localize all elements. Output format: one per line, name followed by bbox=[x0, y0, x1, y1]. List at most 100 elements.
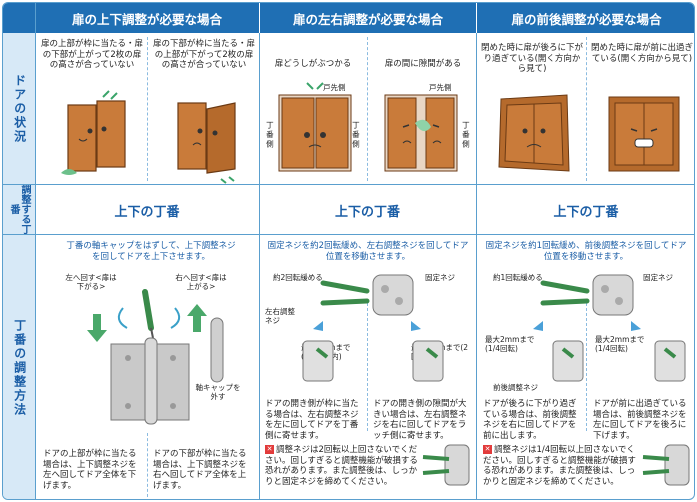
note-col3-b: ドアが前に出過ぎている場合は、前後調整ネジを左に回してドアを後ろに下げます。 bbox=[593, 399, 687, 441]
method-col2: 固定ネジを約2回転緩め、左右調整ネジを回してドア位置を移動させます。 bbox=[267, 241, 469, 262]
door-eye bbox=[101, 126, 107, 132]
screw bbox=[395, 297, 403, 305]
hinge-fb-illustration bbox=[533, 274, 686, 382]
case-door-too-far-back: 閉めた時に扉が後ろに下がり過ぎている(開く方向から見て) bbox=[481, 43, 584, 75]
hinge-vertical-illustration bbox=[87, 289, 224, 425]
loosen-label: 約2回転緩める bbox=[273, 273, 323, 282]
header-text: 扉の前後調整が必要な場合 bbox=[511, 11, 662, 27]
door-illustration-gap bbox=[384, 94, 458, 172]
case-bottom-hits-frame: 扉の下部が枠に当たる・扉の上部が下がって2枚の扉の高さが合っていない bbox=[153, 39, 256, 71]
up-arrow-icon bbox=[187, 304, 207, 332]
note-col2-a: ドアの開き側が枠に当たる場合は、左右調整ネジを左に回してドアを丁番側に寄せます。 bbox=[265, 399, 359, 441]
hinge-plate bbox=[552, 340, 584, 382]
screwdriver-icon bbox=[422, 455, 450, 475]
down-arrow-icon bbox=[87, 314, 107, 342]
gap-mark bbox=[61, 169, 77, 175]
header-vertical-adjustment: 扉の上下調整が必要な場合 bbox=[35, 3, 259, 33]
hinge-plate bbox=[372, 274, 414, 316]
screw bbox=[601, 285, 609, 293]
screw bbox=[170, 403, 176, 409]
screwdriver-icon bbox=[561, 347, 575, 359]
left-arrow-icon bbox=[313, 321, 323, 331]
header-text: 扉の上下調整が必要な場合 bbox=[71, 11, 222, 27]
rotate-right-arrow-icon bbox=[170, 307, 181, 329]
turn-right-label: 右へ回す<扉は上がる> bbox=[175, 273, 227, 292]
door-panel bbox=[425, 97, 455, 169]
door-illustration-collide bbox=[278, 82, 352, 172]
warning-col2: ✕調整ネジは2回転以上回さないでください。回しすぎると調整機能が破損する恐れがあ… bbox=[265, 445, 418, 487]
door-eye bbox=[402, 124, 440, 128]
door-mouth bbox=[78, 138, 88, 142]
max-adjust-label: 最大2mmまで(1/4回転) bbox=[485, 335, 535, 354]
max-adjust-label: 最大2mmまで(1/4回転) bbox=[595, 335, 645, 354]
hinge-col2: 上下の丁番 bbox=[334, 205, 400, 220]
label-door-edge: 戸先側 bbox=[323, 83, 346, 92]
note-col1-b: ドアの下部が枠に当たる場合は、上下調整ネジを右へ回してドア全体を上げます。 bbox=[153, 449, 247, 491]
screwdriver-icon bbox=[315, 347, 329, 359]
divider bbox=[3, 184, 694, 185]
label-hinge-side: 丁番側 bbox=[351, 121, 361, 150]
fb-screw-label: 前後調整ネジ bbox=[493, 383, 538, 392]
door-illustration-back bbox=[498, 94, 570, 172]
warning-x-icon: ✕ bbox=[483, 445, 492, 454]
door-eye bbox=[630, 128, 658, 132]
screwdriver-icon bbox=[425, 347, 439, 359]
divider bbox=[3, 234, 694, 235]
door-illustration-front bbox=[608, 96, 680, 172]
door-panel bbox=[67, 104, 97, 172]
impact-mark bbox=[306, 82, 324, 90]
divider bbox=[367, 37, 368, 181]
hinge-plate bbox=[592, 274, 634, 316]
door-mouth bbox=[308, 144, 322, 148]
fix-screw-label: 固定ネジ bbox=[643, 273, 673, 282]
door-illustration-lowered bbox=[177, 102, 236, 184]
hinge-screw-illustration bbox=[642, 444, 690, 486]
hinge-col3: 上下の丁番 bbox=[553, 205, 619, 220]
door-mouth bbox=[402, 140, 442, 144]
hinge-screw-illustration bbox=[422, 444, 470, 486]
rotate-left-arrow-icon bbox=[117, 307, 128, 329]
door-eye bbox=[212, 130, 218, 136]
lr-screw-label: 左右調整ネジ bbox=[265, 307, 295, 326]
header-depth-adjustment: 扉の前後調整が必要な場合 bbox=[476, 3, 694, 33]
warning-col3: ✕調整ネジは1/4回転以上回さないでください。回しすぎると調整機能が破損する恐れ… bbox=[483, 445, 636, 487]
screwdriver-icon bbox=[150, 327, 154, 339]
door-eye bbox=[540, 128, 546, 134]
screw bbox=[125, 403, 131, 409]
door-eye bbox=[304, 132, 310, 138]
fix-screw-label: 固定ネジ bbox=[425, 273, 455, 282]
door-panel bbox=[96, 100, 126, 168]
screwdriver-icon bbox=[320, 280, 370, 294]
hinge-plate bbox=[444, 444, 470, 486]
hinge-plate bbox=[412, 340, 444, 382]
screw bbox=[615, 297, 623, 305]
note-col1-a: ドアの上部が枠に当たる場合は、上下調整ネジを左へ回してドア全体を下げます。 bbox=[43, 449, 137, 491]
screwdriver-icon bbox=[642, 455, 670, 475]
hinge-col1: 上下の丁番 bbox=[114, 205, 180, 220]
loosen-label: 約1回転緩める bbox=[493, 273, 543, 282]
door-eye bbox=[522, 128, 528, 134]
label-hinge-side: 丁番側 bbox=[461, 121, 471, 150]
impact-mark bbox=[102, 90, 118, 100]
door-eye bbox=[87, 128, 93, 134]
hinge-plate bbox=[664, 444, 690, 486]
divider bbox=[147, 37, 148, 181]
header-text: 扉の左右調整が必要な場合 bbox=[292, 11, 443, 27]
left-arrow-icon bbox=[533, 321, 543, 331]
divider bbox=[586, 303, 587, 431]
case-doors-collide: 扉どうしがぶつかる bbox=[274, 59, 352, 69]
label-hinge-side: 丁番側 bbox=[265, 121, 275, 150]
door-mouth bbox=[192, 142, 202, 146]
note-col3-a: ドアが後ろに下がり過ぎている場合は、前後調整ネジを右に回してドアを前に出します。 bbox=[483, 399, 577, 441]
divider bbox=[476, 33, 477, 499]
door-panel bbox=[206, 102, 236, 174]
screw bbox=[170, 355, 176, 361]
divider bbox=[586, 37, 587, 181]
header-corner bbox=[3, 3, 35, 33]
screwdriver-icon bbox=[540, 280, 590, 294]
method-col3: 固定ネジを約1回転緩め、前後調整ネジを回してドア位置を移動させます。 bbox=[485, 241, 687, 262]
screwdriver-icon bbox=[663, 347, 677, 359]
divider bbox=[367, 303, 368, 431]
label-door-edge: 戸先側 bbox=[429, 83, 452, 92]
